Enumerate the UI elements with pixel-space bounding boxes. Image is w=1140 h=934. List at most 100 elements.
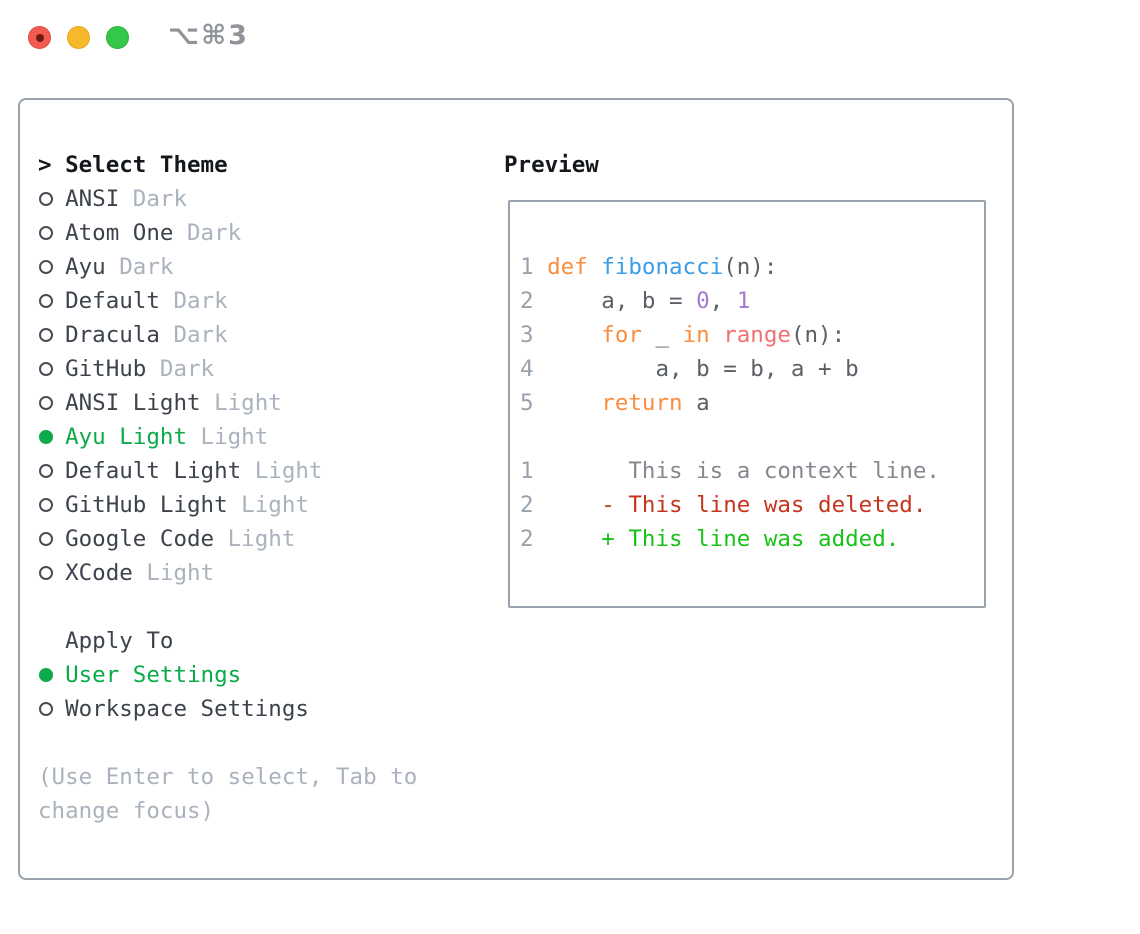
apply-to-header: Apply To — [38, 624, 488, 658]
theme-item-variant: Dark — [105, 254, 174, 280]
code-token: , — [709, 288, 737, 314]
spacer — [38, 726, 488, 760]
help-line: change focus) — [38, 798, 215, 824]
apply-to-option-label: User Settings — [65, 662, 242, 688]
code-token — [547, 390, 601, 416]
theme-item-variant: Dark — [173, 220, 242, 246]
theme-item[interactable]: Dracula Dark — [38, 318, 488, 352]
diff-line-deleted: 2 - This line was deleted. — [520, 488, 974, 522]
radio-icon — [38, 352, 65, 386]
theme-item-label: ANSI — [65, 186, 120, 212]
theme-item[interactable]: GitHub Dark — [38, 352, 488, 386]
theme-item[interactable]: Atom One Dark — [38, 216, 488, 250]
spacer — [520, 420, 974, 454]
theme-item-label: GitHub Light — [65, 492, 228, 518]
apply-to-title: Apply To — [65, 628, 174, 654]
code-token: 0 — [696, 288, 710, 314]
theme-item-variant: Light — [227, 492, 309, 518]
radio-icon — [38, 182, 65, 216]
code-token: return — [601, 390, 683, 416]
radio-icon — [38, 386, 65, 420]
theme-item[interactable]: ANSI Dark — [38, 182, 488, 216]
select-theme-header: > Select Theme — [38, 148, 488, 182]
code-token: in — [682, 322, 710, 348]
code-line: 2 a, b = 0, 1 — [520, 284, 974, 318]
theme-item-variant: Dark — [159, 288, 228, 314]
theme-item-variant: Dark — [146, 356, 215, 382]
theme-item[interactable]: Default Light Light — [38, 454, 488, 488]
theme-item-label: Ayu Light — [65, 424, 187, 450]
diff-text: This is a context line. — [547, 458, 940, 484]
radio-icon — [38, 692, 65, 726]
line-number: 1 — [520, 254, 548, 280]
diff-text: - This line was deleted. — [547, 492, 927, 518]
theme-item-variant: Light — [200, 390, 282, 416]
diff-line-added: 2 + This line was added. — [520, 522, 974, 556]
theme-item[interactable]: GitHub Light Light — [38, 488, 488, 522]
window-title: ⌥⌘3 — [168, 20, 249, 51]
theme-item-variant: Light — [214, 526, 296, 552]
radio-icon — [38, 318, 65, 352]
select-theme-title: Select Theme — [65, 152, 228, 178]
maximize-button[interactable] — [106, 26, 129, 49]
theme-item[interactable]: ANSI Light Light — [38, 386, 488, 420]
diff-line-context: 1 This is a context line. — [520, 454, 974, 488]
theme-item-label: Dracula — [65, 322, 160, 348]
minimize-button[interactable] — [67, 26, 90, 49]
code-token: fibonacci — [601, 254, 724, 280]
code-token: def — [547, 254, 588, 280]
theme-item[interactable]: Ayu Dark — [38, 250, 488, 284]
theme-item-variant: Light — [132, 560, 215, 586]
code-token: _ — [641, 322, 683, 348]
radio-icon — [38, 488, 65, 522]
code-line: 4 a, b = b, a + b — [520, 352, 974, 386]
code-line: 1 def fibonacci(n): — [520, 250, 974, 284]
radio-icon — [38, 522, 65, 556]
radio-icon — [38, 284, 65, 318]
code-line: 3 for _ in range(n): — [520, 318, 974, 352]
theme-item-label: Atom One — [65, 220, 174, 246]
close-button[interactable] — [28, 26, 51, 49]
theme-item-label: Default — [65, 288, 160, 314]
theme-item-label: Default Light — [65, 458, 242, 484]
line-number: 2 — [520, 492, 548, 518]
code-token — [547, 322, 601, 348]
code-token: (n): — [790, 322, 846, 348]
code-token: (n): — [723, 254, 778, 280]
selected-radio-icon — [38, 420, 65, 454]
theme-item[interactable]: Default Dark — [38, 284, 488, 318]
theme-item[interactable]: Ayu Light Light — [38, 420, 488, 454]
apply-to-option-label: Workspace Settings — [65, 696, 309, 722]
theme-item-label: GitHub — [65, 356, 147, 382]
code-token: a, b = b, a + b — [547, 356, 859, 382]
theme-item[interactable]: Google Code Light — [38, 522, 488, 556]
code-token: a — [682, 390, 710, 416]
code-token: 1 — [736, 288, 751, 314]
code-token — [710, 322, 724, 348]
theme-item-variant: Light — [187, 424, 269, 450]
theme-item-variant: Dark — [159, 322, 228, 348]
theme-item-label: Ayu — [65, 254, 106, 280]
prompt-caret: > — [38, 152, 52, 178]
apply-to-option[interactable]: User Settings — [38, 658, 488, 692]
diff-text: + This line was added. — [547, 526, 900, 552]
preview-header: Preview — [504, 152, 599, 178]
radio-icon — [38, 556, 65, 590]
preview-column: Preview 1 def fibonacci(n):2 a, b = 0, 1… — [504, 148, 1004, 608]
line-number: 5 — [520, 390, 548, 416]
apply-to-option[interactable]: Workspace Settings — [38, 692, 488, 726]
theme-item[interactable]: XCode Light — [38, 556, 488, 590]
code-token: for — [601, 322, 642, 348]
theme-item-variant: Dark — [119, 186, 187, 212]
diff-preview: 1 This is a context line.2 - This line w… — [520, 454, 974, 556]
close-dot-icon — [35, 33, 44, 42]
code-line: 5 return a — [520, 386, 974, 420]
